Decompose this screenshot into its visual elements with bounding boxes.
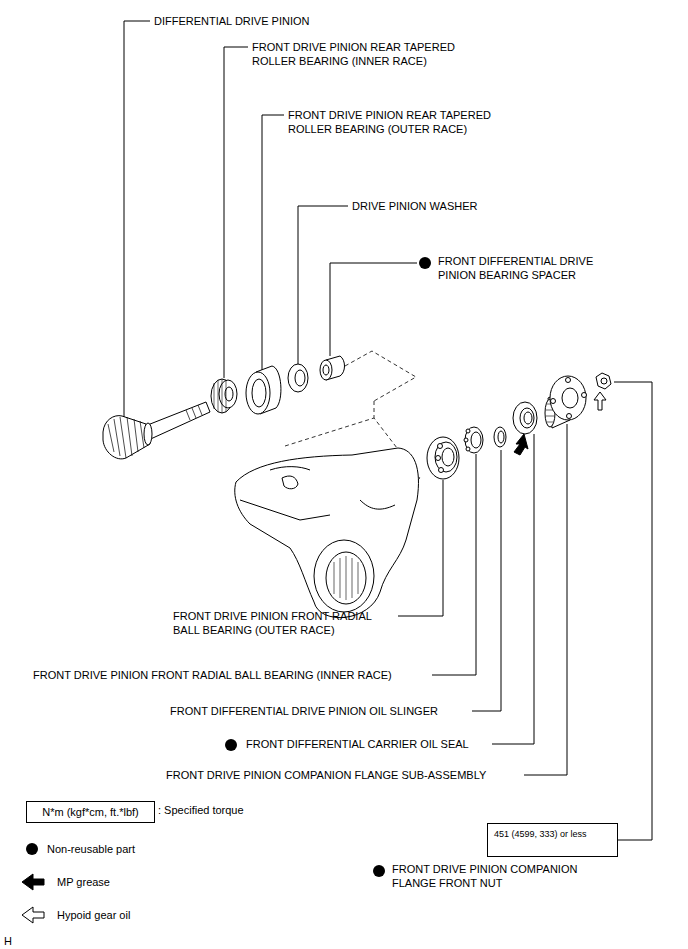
oil-slinger bbox=[494, 427, 506, 447]
figure-code: H bbox=[4, 934, 12, 948]
bearing-inner-race bbox=[211, 379, 237, 413]
bearing-spacer bbox=[320, 356, 345, 380]
leader-line bbox=[472, 450, 501, 711]
flange-nut bbox=[596, 373, 611, 389]
part-label: FRONT DRIVE PINION COMPANION FLANGE SUB-… bbox=[166, 768, 486, 782]
legend-text: Non-reusable part bbox=[47, 842, 135, 856]
leader-line bbox=[262, 115, 284, 374]
torque-unit-box: N*m (kgf*cm, ft.*lbf) bbox=[26, 801, 155, 823]
non-reusable-dot bbox=[373, 865, 385, 877]
legend-text: : Specified torque bbox=[158, 803, 244, 817]
part-label: FRONT DRIVE PINION REAR TAPERED ROLLER B… bbox=[288, 108, 513, 136]
legend-white-arrow bbox=[22, 907, 44, 923]
carrier-housing bbox=[235, 448, 419, 618]
part-label: DIFFERENTIAL DRIVE PINION bbox=[154, 14, 309, 28]
leader-line bbox=[492, 434, 534, 744]
part-label: FRONT DRIVE PINION REAR TAPERED ROLLER B… bbox=[252, 40, 477, 68]
gear-oil-arrow bbox=[594, 392, 606, 410]
part-label: FRONT DIFFERENTIAL DRIVE PINION BEARING … bbox=[438, 254, 613, 282]
non-reusable-dot bbox=[419, 257, 431, 269]
part-label: DRIVE PINION WASHER bbox=[352, 199, 478, 213]
leader-line bbox=[330, 263, 417, 356]
ball-bearing-outer bbox=[427, 437, 459, 479]
non-reusable-dot bbox=[225, 739, 237, 751]
leader-line bbox=[124, 21, 150, 418]
legend-black-arrow bbox=[22, 874, 44, 890]
leader-line bbox=[524, 424, 567, 775]
leader-line bbox=[224, 47, 248, 378]
leader-line bbox=[432, 454, 476, 675]
companion-flange bbox=[545, 376, 587, 428]
ball-bearing-inner bbox=[464, 427, 483, 453]
legend-text: MP grease bbox=[57, 875, 110, 889]
legend-dot bbox=[26, 843, 38, 855]
part-label: FRONT DRIVE PINION FRONT RADIAL BALL BEA… bbox=[173, 609, 388, 637]
grease-arrow bbox=[514, 434, 528, 455]
torque-value-box: 451 (4599, 333) or less bbox=[487, 823, 618, 857]
legend-text: Hypoid gear oil bbox=[57, 908, 130, 922]
box-text: N*m (kgf*cm, ft.*lbf) bbox=[31, 805, 150, 819]
box-text: 451 (4599, 333) or less bbox=[494, 828, 611, 840]
part-label: FRONT DRIVE PINION COMPANION FLANGE FRON… bbox=[392, 862, 592, 890]
pinion-washer bbox=[288, 364, 308, 392]
drive-pinion bbox=[103, 402, 210, 459]
bearing-outer-race bbox=[246, 366, 281, 414]
part-label: FRONT DIFFERENTIAL CARRIER OIL SEAL bbox=[246, 737, 469, 751]
part-label: FRONT DIFFERENTIAL DRIVE PINION OIL SLIN… bbox=[170, 704, 438, 718]
oil-seal bbox=[513, 402, 537, 434]
leader-line bbox=[298, 206, 348, 366]
part-label: FRONT DRIVE PINION FRONT RADIAL BALL BEA… bbox=[33, 668, 392, 682]
leader-line bbox=[614, 382, 652, 840]
